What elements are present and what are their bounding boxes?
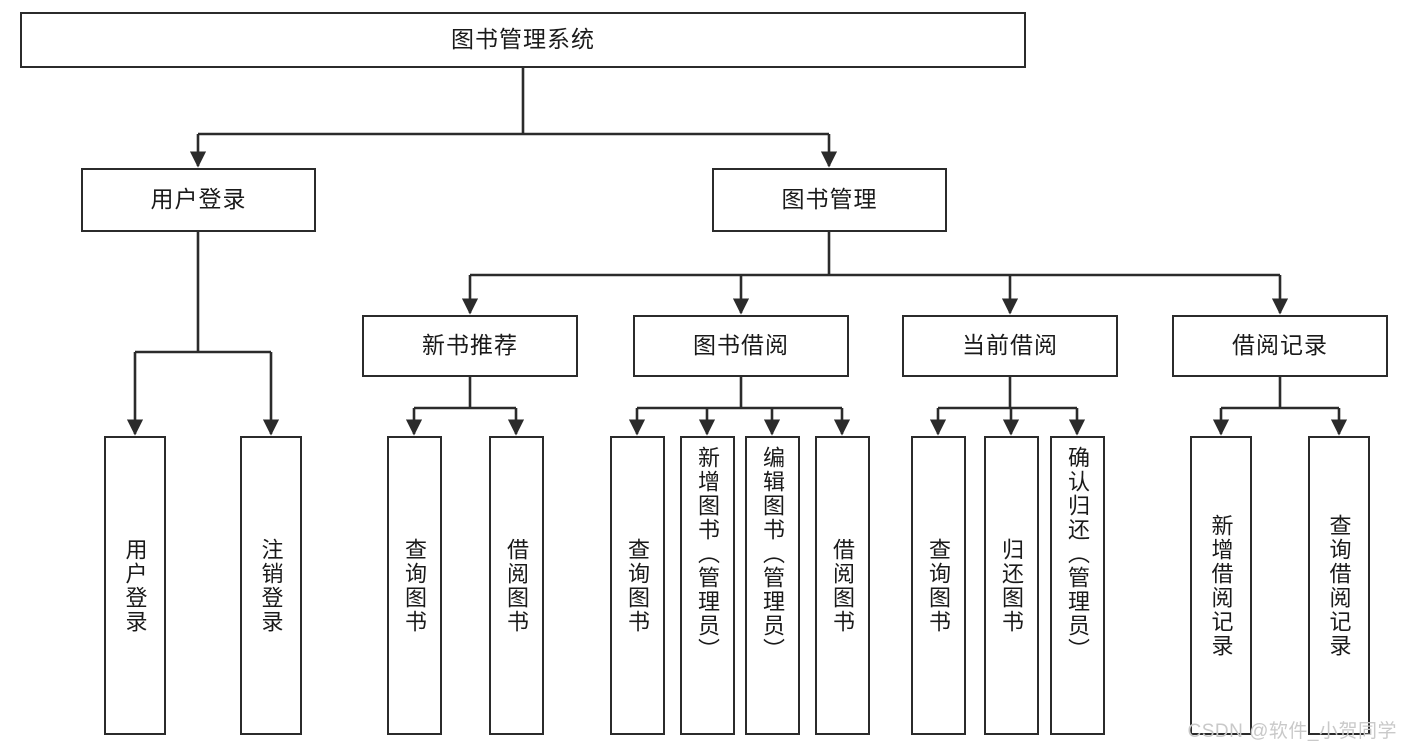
leaf-query-book-1[interactable]: 查询图书	[387, 436, 442, 735]
node-book-borrow-label: 图书借阅	[693, 332, 789, 359]
leaf-query-book-2[interactable]: 查询图书	[610, 436, 665, 735]
leaf-return-book[interactable]: 归还图书	[984, 436, 1039, 735]
node-new-book-recommend[interactable]: 新书推荐	[362, 315, 578, 377]
leaf-query-book-3[interactable]: 查询图书	[911, 436, 966, 735]
leaf-query-record-label: 查询借阅记录	[1326, 513, 1352, 658]
leaf-user-login[interactable]: 用户登录	[104, 436, 166, 735]
leaf-add-book-label: 新增图书（管理员）	[695, 446, 721, 662]
node-borrow-record[interactable]: 借阅记录	[1172, 315, 1388, 377]
leaf-query-record[interactable]: 查询借阅记录	[1308, 436, 1370, 735]
leaf-query-book-1-label: 查询图书	[402, 537, 428, 634]
leaf-logout-label: 注销登录	[258, 537, 284, 634]
leaf-query-book-3-label: 查询图书	[926, 537, 952, 634]
node-current-borrow-label: 当前借阅	[962, 332, 1058, 359]
node-user-login-label: 用户登录	[150, 186, 247, 213]
node-root-label: 图书管理系统	[451, 26, 595, 53]
leaf-return-book-label: 归还图书	[999, 537, 1025, 634]
leaf-add-record[interactable]: 新增借阅记录	[1190, 436, 1252, 735]
csdn-watermark: CSDN @软件_小贺同学	[1187, 721, 1397, 742]
leaf-borrow-book-2-label: 借阅图书	[830, 537, 856, 634]
node-current-borrow[interactable]: 当前借阅	[902, 315, 1118, 377]
leaf-add-book[interactable]: 新增图书（管理员）	[680, 436, 735, 735]
leaf-logout[interactable]: 注销登录	[240, 436, 302, 735]
leaf-edit-book-label: 编辑图书（管理员）	[760, 446, 786, 662]
node-book-manage[interactable]: 图书管理	[712, 168, 947, 232]
node-new-book-recommend-label: 新书推荐	[422, 332, 518, 359]
leaf-confirm-return-label: 确认归还（管理员）	[1065, 446, 1091, 662]
leaf-borrow-book-2[interactable]: 借阅图书	[815, 436, 870, 735]
leaf-confirm-return[interactable]: 确认归还（管理员）	[1050, 436, 1105, 735]
leaf-borrow-book-1[interactable]: 借阅图书	[489, 436, 544, 735]
node-book-manage-label: 图书管理	[781, 186, 878, 213]
node-book-borrow[interactable]: 图书借阅	[633, 315, 849, 377]
node-user-login[interactable]: 用户登录	[81, 168, 316, 232]
leaf-user-login-label: 用户登录	[122, 537, 148, 634]
leaf-edit-book[interactable]: 编辑图书（管理员）	[745, 436, 800, 735]
leaf-query-book-2-label: 查询图书	[625, 537, 651, 634]
node-borrow-record-label: 借阅记录	[1232, 332, 1328, 359]
leaf-add-record-label: 新增借阅记录	[1208, 513, 1234, 658]
node-root[interactable]: 图书管理系统	[20, 12, 1026, 68]
leaf-borrow-book-1-label: 借阅图书	[504, 537, 530, 634]
